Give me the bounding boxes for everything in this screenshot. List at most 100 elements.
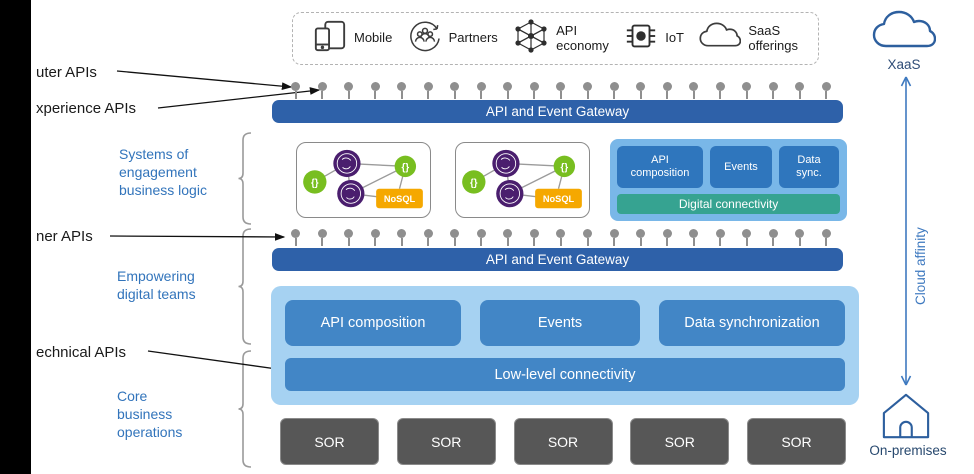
api-composition-box-large: API composition: [285, 300, 461, 346]
channel-label: IoT: [665, 30, 685, 46]
connector-dot: [529, 229, 539, 246]
connector-dot: [768, 229, 778, 246]
microservices-box-2: {} {} NoSQL: [455, 142, 590, 218]
code-braces-icon: {}: [561, 162, 569, 173]
digital-connectivity-bar: Digital connectivity: [617, 194, 840, 214]
sor-box: SOR: [747, 418, 846, 465]
label-experience-apis: xperience APIs: [36, 100, 137, 117]
connector-dot: [742, 229, 752, 246]
low-level-connectivity-bar: Low-level connectivity: [285, 358, 845, 391]
connector-dot: [583, 82, 593, 99]
section-brace-core: [238, 350, 252, 468]
connector-dot: [344, 82, 354, 99]
connector-dot: [821, 82, 831, 99]
section-label-core: Core business operations: [117, 388, 183, 440]
connector-dot: [795, 229, 805, 246]
section-label-teams: Empowering digital teams: [117, 268, 196, 302]
saas-icon: [699, 22, 742, 56]
connector-dot: [821, 229, 831, 246]
api-economy-icon: [513, 18, 549, 59]
api-composition-box: API composition: [617, 146, 703, 188]
connector-dot: [556, 229, 566, 246]
channel-label: Partners: [448, 30, 498, 46]
channel-saas: SaaS offerings: [699, 22, 798, 56]
connector-dot: [423, 229, 433, 246]
sor-box: SOR: [280, 418, 379, 465]
code-braces-icon: {}: [470, 178, 478, 189]
connector-dot: [662, 229, 672, 246]
section-label-engagement: Systems of engagement business logic: [119, 146, 207, 198]
sor-box: SOR: [630, 418, 730, 465]
connector-dot: [291, 82, 300, 99]
on-premises-label: On-premises: [869, 443, 947, 458]
crop-artifact-bar: [0, 0, 31, 474]
data-synchronization-box: Data synchronization: [659, 300, 845, 346]
connector-dot: [715, 229, 725, 246]
api-event-gateway-middle: API and Event Gateway: [272, 248, 843, 271]
connector-dot: [476, 229, 486, 246]
digital-teams-panel: API composition Events Data synchronizat…: [271, 286, 859, 405]
connector-dot: [715, 82, 725, 99]
data-sync-box: Data sync.: [779, 146, 839, 188]
events-box-large: Events: [480, 300, 640, 346]
connector-dot: [636, 82, 646, 99]
label-technical-apis: echnical APIs: [36, 344, 127, 361]
connector-dot: [609, 229, 619, 246]
connector-dot: [476, 82, 486, 99]
connector-dot: [397, 82, 407, 99]
channel-partners: Partners: [408, 19, 498, 58]
sor-box: SOR: [513, 418, 613, 465]
section-brace-teams: [238, 228, 252, 345]
iot-icon: [624, 19, 658, 58]
connector-dot: [423, 82, 433, 99]
connector-dot: [450, 82, 460, 99]
on-premises-house-icon: [882, 393, 930, 439]
connector-dot: [609, 82, 619, 99]
connector-dot: [503, 82, 513, 99]
api-event-gateway-top: API and Event Gateway: [272, 100, 843, 123]
connector-dot: [344, 229, 354, 246]
xaas-cloud-icon: [872, 10, 936, 48]
connector-dot: [291, 229, 300, 246]
cloud-affinity-label: Cloud affinity: [913, 227, 928, 305]
label-inner-apis: ner APIs: [36, 228, 93, 245]
label-outer-apis: uter APIs: [36, 64, 97, 81]
microservices-box-1: {} {} NoSQL: [296, 142, 431, 218]
connector-dot: [317, 82, 327, 99]
channel-iot: IoT: [624, 19, 684, 58]
section-brace-engagement: [238, 132, 252, 225]
connector-dot: [689, 229, 699, 246]
cloud-affinity-arrow: [900, 76, 912, 386]
connector-dot: [742, 82, 752, 99]
connector-dot: [768, 82, 778, 99]
sor-row: SOR SOR SOR SOR SOR: [280, 418, 846, 465]
connector-dot: [636, 229, 646, 246]
partners-icon: [408, 19, 442, 58]
connector-dot: [795, 82, 805, 99]
connector-dot: [317, 229, 327, 246]
api-connector-dots-middle: [291, 229, 831, 246]
channel-label: API economy: [556, 22, 609, 53]
connector-dot: [689, 82, 699, 99]
channel-api-economy: API economy: [513, 18, 609, 59]
xaas-label: XaaS: [887, 57, 921, 72]
code-braces-icon: {}: [311, 178, 319, 189]
nosql-label: NoSQL: [384, 194, 416, 204]
connector-dot: [583, 229, 593, 246]
api-connector-dots-top: [291, 82, 831, 99]
connector-dot: [556, 82, 566, 99]
connector-dot: [450, 229, 460, 246]
connector-dot: [503, 229, 513, 246]
connector-dot: [397, 229, 407, 246]
connector-dot: [662, 82, 672, 99]
channel-mobile: Mobile: [313, 19, 392, 58]
events-box: Events: [710, 146, 772, 188]
nosql-label: NoSQL: [543, 194, 575, 204]
code-braces-icon: {}: [402, 162, 410, 173]
channel-label: Mobile: [354, 30, 393, 46]
engagement-capability-panel: API composition Events Data sync. Digita…: [610, 139, 847, 221]
connector-dot: [529, 82, 539, 99]
channels-box: Mobile Partners: [292, 12, 819, 65]
